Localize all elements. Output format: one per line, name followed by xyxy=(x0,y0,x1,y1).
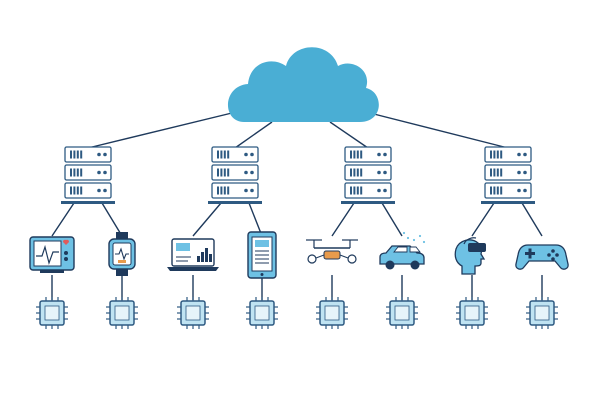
health-monitor-icon xyxy=(29,236,75,273)
server-row xyxy=(61,146,535,204)
microchip-icon xyxy=(106,297,138,329)
server-to-device-link xyxy=(381,202,403,237)
smartwatch-icon xyxy=(108,232,136,276)
cloud-icon xyxy=(227,47,379,122)
microchip-icon xyxy=(386,297,418,329)
device-row xyxy=(29,231,569,279)
microchip-icon xyxy=(246,297,278,329)
server-to-device-link xyxy=(192,202,222,237)
server-rack-icon xyxy=(341,146,395,204)
server-rack-icon xyxy=(208,146,262,204)
cloud-to-server-link xyxy=(329,121,369,149)
microchip-icon xyxy=(177,297,209,329)
gamepad-icon xyxy=(515,244,569,270)
server-to-device-link xyxy=(51,202,75,237)
cloud-to-server-link xyxy=(234,121,273,149)
microchip-icon xyxy=(316,297,348,329)
server-rack-icon xyxy=(61,146,115,204)
connected-car-icon xyxy=(379,231,426,270)
tablet-icon xyxy=(247,231,277,279)
vr-headset-icon xyxy=(454,237,486,275)
microchip-icon xyxy=(456,297,488,329)
chip-row xyxy=(36,297,558,329)
server-to-device-link xyxy=(521,202,543,237)
server-to-device-link xyxy=(101,202,123,237)
laptop-chart-icon xyxy=(167,238,219,271)
server-to-device-link xyxy=(471,202,495,237)
server-rack-icon xyxy=(481,146,535,204)
microchip-icon xyxy=(526,297,558,329)
cloud-node xyxy=(227,47,379,122)
server-to-device-link xyxy=(248,202,263,237)
drone-icon xyxy=(306,239,358,264)
cloud-to-server-link xyxy=(365,111,509,149)
cloud-to-server-link xyxy=(87,111,237,149)
connection-lines xyxy=(51,111,543,300)
server-to-device-link xyxy=(331,202,355,237)
microchip-icon xyxy=(36,297,68,329)
